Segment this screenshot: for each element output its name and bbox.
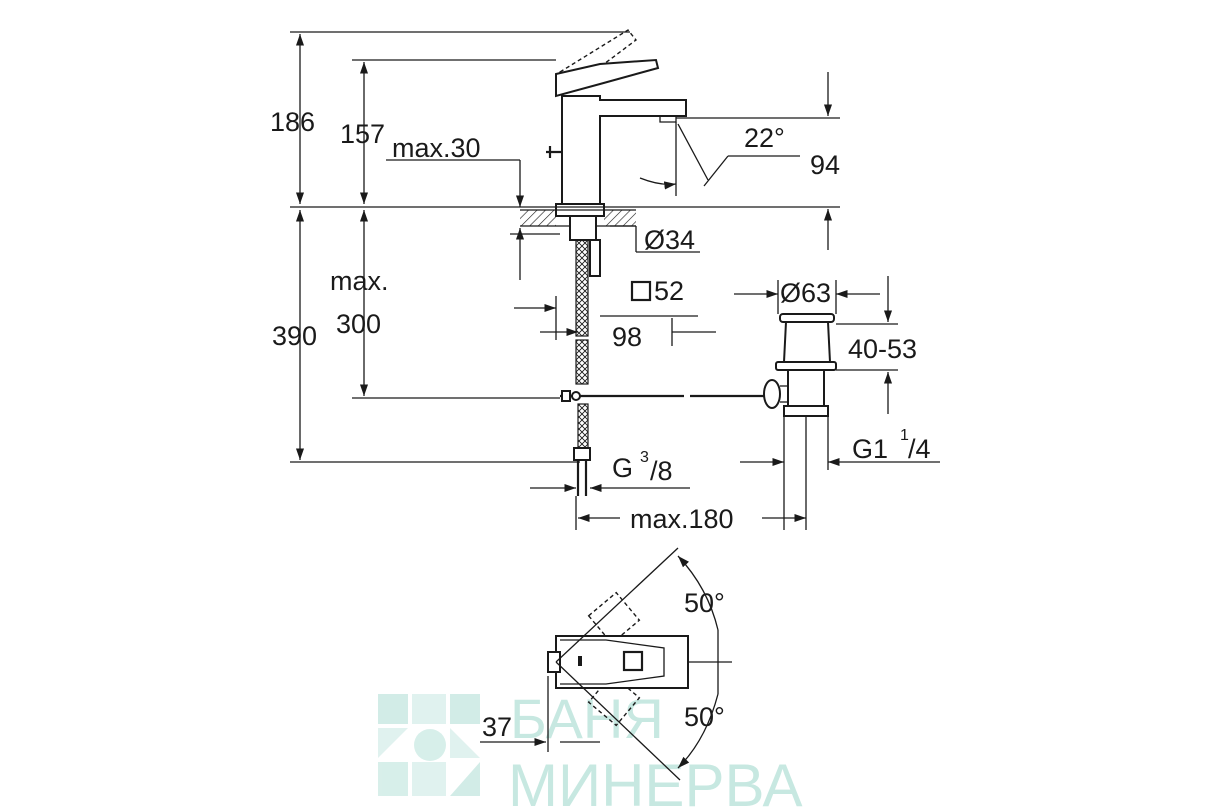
fixing-rod <box>589 239 601 277</box>
dimension-labels: 186 157 max.30 22° 94 Ø34 max. 300 390 5… <box>270 107 931 742</box>
dimension-lines <box>290 31 940 530</box>
dim-max: max. <box>330 266 389 296</box>
dim-g1-sub: /4 <box>908 434 931 464</box>
drain-plug-top <box>779 313 835 323</box>
flex-hose-middle <box>575 339 589 385</box>
watermark: БАНЯ МИНЕРВА <box>378 687 803 811</box>
countertop-left <box>520 210 556 218</box>
top-aerator <box>622 650 644 672</box>
dim-37: 37 <box>482 712 512 742</box>
inlet-nut <box>573 447 591 461</box>
dim-max30: max.30 <box>392 133 481 163</box>
dim-157: 157 <box>340 119 385 149</box>
dim-300: 300 <box>336 309 381 339</box>
dim-g38-sub: /8 <box>650 456 673 486</box>
shank-nut <box>569 215 597 241</box>
waste-drain <box>763 313 837 417</box>
aerator <box>659 116 677 123</box>
square-symbol <box>630 280 652 302</box>
popup-rod <box>546 146 562 158</box>
dim-d34: Ø34 <box>644 225 695 255</box>
dim-g38: G <box>612 453 633 483</box>
dim-390: 390 <box>272 321 317 351</box>
lever-up-outline <box>587 591 641 645</box>
dim-50deg-up: 50° <box>684 588 725 618</box>
faucet-side-view <box>520 29 768 496</box>
dim-g1-sup: 1 <box>900 427 909 444</box>
drain-pivot <box>763 379 781 409</box>
dim-52: 52 <box>654 276 684 306</box>
top-lever <box>560 639 665 685</box>
dim-g38-sup: 3 <box>640 449 649 466</box>
drain-tail <box>787 369 825 407</box>
watermark-logo <box>378 694 480 796</box>
top-rod <box>547 651 561 673</box>
drain-body <box>782 321 832 363</box>
drain-flange <box>775 361 837 371</box>
dim-d63: Ø63 <box>780 278 831 308</box>
dim-98: 98 <box>612 322 642 352</box>
dim-94: 94 <box>810 150 840 180</box>
dim-50deg-down: 50° <box>684 702 725 732</box>
watermark-line2: МИНЕРВА <box>508 752 803 811</box>
faucet-top-view <box>480 547 732 781</box>
watermark-line1: БАНЯ <box>510 687 664 750</box>
dim-40-53: 40-53 <box>848 334 917 364</box>
faucet-body <box>561 95 687 205</box>
countertop-right <box>604 210 636 218</box>
drain-thread <box>783 405 829 417</box>
dim-max180: max.180 <box>630 504 734 534</box>
lever <box>555 58 660 98</box>
dim-g1: G1 <box>852 434 888 464</box>
flex-hose-lower <box>577 403 589 449</box>
dim-22deg: 22° <box>744 123 785 153</box>
dim-186: 186 <box>270 107 315 137</box>
flex-hose-upper <box>575 239 589 337</box>
